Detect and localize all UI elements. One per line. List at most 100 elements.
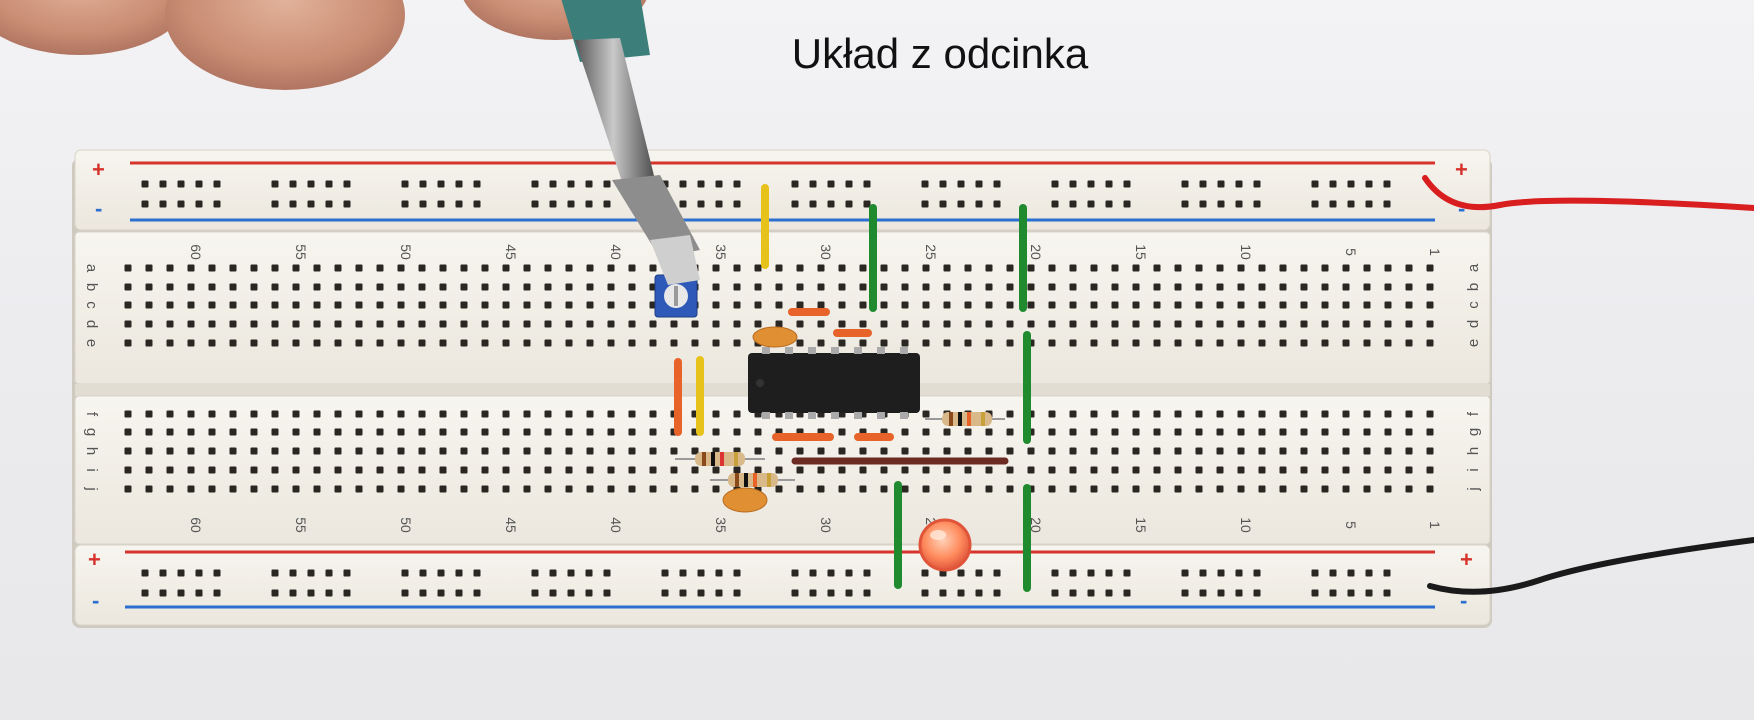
breadboard-hole — [859, 339, 867, 347]
breadboard-hole — [250, 339, 258, 347]
breadboard-hole — [817, 466, 825, 474]
breadboard-hole — [418, 301, 426, 309]
breadboard-hole — [691, 447, 699, 455]
breadboard-hole — [565, 339, 573, 347]
breadboard-hole — [166, 428, 174, 436]
breadboard-hole — [229, 485, 237, 493]
breadboard-hole — [397, 339, 405, 347]
finger — [165, 0, 405, 90]
breadboard-hole — [754, 301, 762, 309]
breadboard-hole — [838, 283, 846, 291]
breadboard-hole — [460, 466, 468, 474]
breadboard-hole — [1069, 589, 1077, 597]
breadboard-hole — [1090, 410, 1098, 418]
breadboard-hole — [697, 569, 705, 577]
breadboard-hole — [586, 283, 594, 291]
breadboard-hole — [229, 466, 237, 474]
breadboard-hole — [796, 447, 804, 455]
breadboard-hole — [313, 320, 321, 328]
breadboard-hole — [845, 200, 853, 208]
breadboard-hole — [187, 410, 195, 418]
breadboard-hole — [985, 339, 993, 347]
breadboard-hole — [607, 447, 615, 455]
breadboard-hole — [1153, 485, 1161, 493]
breadboard-hole — [1087, 569, 1095, 577]
breadboard-hole — [1069, 339, 1077, 347]
breadboard-hole — [1279, 428, 1287, 436]
breadboard-hole — [607, 466, 615, 474]
resistor — [710, 473, 795, 487]
top-power-rail — [74, 149, 1491, 231]
breadboard-hole — [289, 569, 297, 577]
breadboard-hole — [1027, 283, 1035, 291]
breadboard-hole — [985, 301, 993, 309]
breadboard-hole — [1199, 200, 1207, 208]
breadboard-hole — [880, 283, 888, 291]
row-letter: i — [1465, 468, 1482, 471]
breadboard-hole — [791, 200, 799, 208]
breadboard-hole — [1048, 466, 1056, 474]
breadboard-hole — [334, 485, 342, 493]
breadboard-hole — [292, 301, 300, 309]
breadboard-hole — [809, 589, 817, 597]
breadboard-hole — [271, 589, 279, 597]
breadboard-hole — [901, 283, 909, 291]
breadboard-hole — [1006, 485, 1014, 493]
breadboard-hole — [1342, 447, 1350, 455]
resistor — [925, 412, 1005, 426]
breadboard-hole — [817, 320, 825, 328]
breadboard-hole — [1216, 301, 1224, 309]
breadboard-hole — [355, 466, 363, 474]
breadboard-hole — [921, 180, 929, 188]
breadboard-hole — [1426, 428, 1434, 436]
breadboard-hole — [1342, 466, 1350, 474]
breadboard-hole — [439, 428, 447, 436]
breadboard-hole — [1195, 320, 1203, 328]
breadboard-hole — [1006, 447, 1014, 455]
breadboard-hole — [670, 339, 678, 347]
breadboard-hole — [649, 410, 657, 418]
breadboard-hole — [649, 428, 657, 436]
breadboard-hole — [975, 569, 983, 577]
breadboard-hole — [1069, 428, 1077, 436]
breadboard-hole — [993, 569, 1001, 577]
breadboard-hole — [355, 339, 363, 347]
breadboard-hole — [1090, 283, 1098, 291]
breadboard-hole — [1132, 410, 1140, 418]
breadboard-hole — [419, 569, 427, 577]
breadboard-hole — [213, 200, 221, 208]
breadboard-hole — [880, 301, 888, 309]
screwdriver — [561, 0, 700, 285]
breadboard-hole — [1048, 320, 1056, 328]
breadboard-hole — [229, 410, 237, 418]
breadboard-hole — [1405, 339, 1413, 347]
breadboard-hole — [1321, 428, 1329, 436]
breadboard-hole — [1027, 447, 1035, 455]
breadboard-hole — [809, 200, 817, 208]
breadboard-hole — [229, 283, 237, 291]
rail-minus-sign: - — [1458, 196, 1465, 221]
breadboard-hole — [502, 283, 510, 291]
breadboard-hole — [1027, 466, 1035, 474]
breadboard-hole — [401, 200, 409, 208]
breadboard-hole — [607, 410, 615, 418]
breadboard-hole — [863, 569, 871, 577]
breadboard-hole — [827, 200, 835, 208]
video-caption: Układ z odcinka — [791, 30, 1089, 77]
breadboard-hole — [208, 320, 216, 328]
breadboard-hole — [1363, 466, 1371, 474]
breadboard-hole — [229, 339, 237, 347]
breadboard-hole — [628, 264, 636, 272]
breadboard-hole — [1300, 428, 1308, 436]
breadboard-hole — [922, 428, 930, 436]
breadboard-hole — [754, 283, 762, 291]
breadboard-hole — [1069, 283, 1077, 291]
breadboard-hole — [1384, 320, 1392, 328]
breadboard-hole — [943, 320, 951, 328]
breadboard-hole — [289, 180, 297, 188]
breadboard-hole — [796, 320, 804, 328]
breadboard-hole — [1300, 485, 1308, 493]
breadboard-hole — [628, 410, 636, 418]
breadboard-hole — [531, 589, 539, 597]
breadboard-hole — [1279, 264, 1287, 272]
